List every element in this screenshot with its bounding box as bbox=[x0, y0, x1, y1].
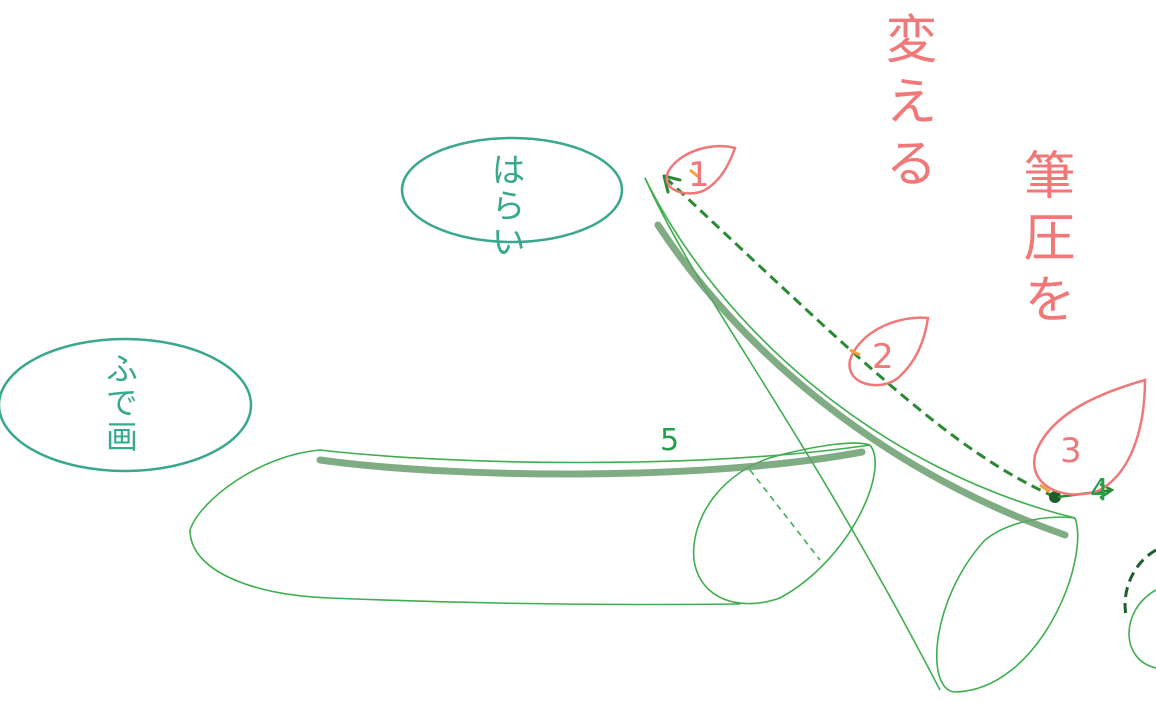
pressure-arrow-path bbox=[666, 178, 1056, 499]
partial-green-curve bbox=[1128, 589, 1156, 669]
petal-3: 3 bbox=[1033, 378, 1147, 496]
petal-2: 2 bbox=[848, 316, 930, 387]
petal-2-label: 2 bbox=[872, 337, 894, 377]
cone-diagonal-top-edge bbox=[644, 177, 1076, 519]
petal-1-label: 1 bbox=[688, 155, 710, 195]
bubble-fudega-text: ふで画 bbox=[101, 352, 139, 454]
cylinder-body bbox=[189, 444, 871, 606]
start-point-dot bbox=[1049, 491, 1061, 503]
brush-stroke-horizontal bbox=[316, 448, 866, 478]
petal-1: 1 bbox=[665, 144, 737, 195]
petal-2-mark bbox=[849, 348, 861, 357]
petal-3-mark bbox=[1039, 483, 1051, 494]
petal-3-shape bbox=[1033, 378, 1147, 496]
bubble-fudega-outline bbox=[0, 337, 253, 473]
point-label-5: 5 bbox=[660, 423, 679, 458]
title-line-1: 筆圧を bbox=[1014, 148, 1074, 334]
partial-dashed-curve bbox=[1123, 548, 1156, 616]
brush-stroke-diagonal bbox=[654, 221, 1069, 539]
petal-1-mark bbox=[689, 168, 701, 180]
title-line-2: 変える bbox=[876, 12, 936, 198]
cylinder-end-ellipse bbox=[692, 442, 876, 605]
cylinder-horizontal bbox=[189, 442, 876, 606]
cone-diagonal bbox=[644, 177, 1079, 693]
point-label-4: 4 bbox=[1090, 473, 1109, 508]
petal-3-label: 3 bbox=[1060, 431, 1082, 471]
cylinder-hidden-edge bbox=[749, 469, 821, 561]
petal-2-shape bbox=[848, 316, 930, 387]
bubble-harai-outline bbox=[400, 136, 624, 244]
cone-diagonal-outline bbox=[644, 177, 941, 691]
petal-1-shape bbox=[665, 144, 737, 195]
cone-diagonal-end-ellipse bbox=[935, 516, 1079, 693]
bubble-harai-text: はらい bbox=[485, 152, 525, 260]
